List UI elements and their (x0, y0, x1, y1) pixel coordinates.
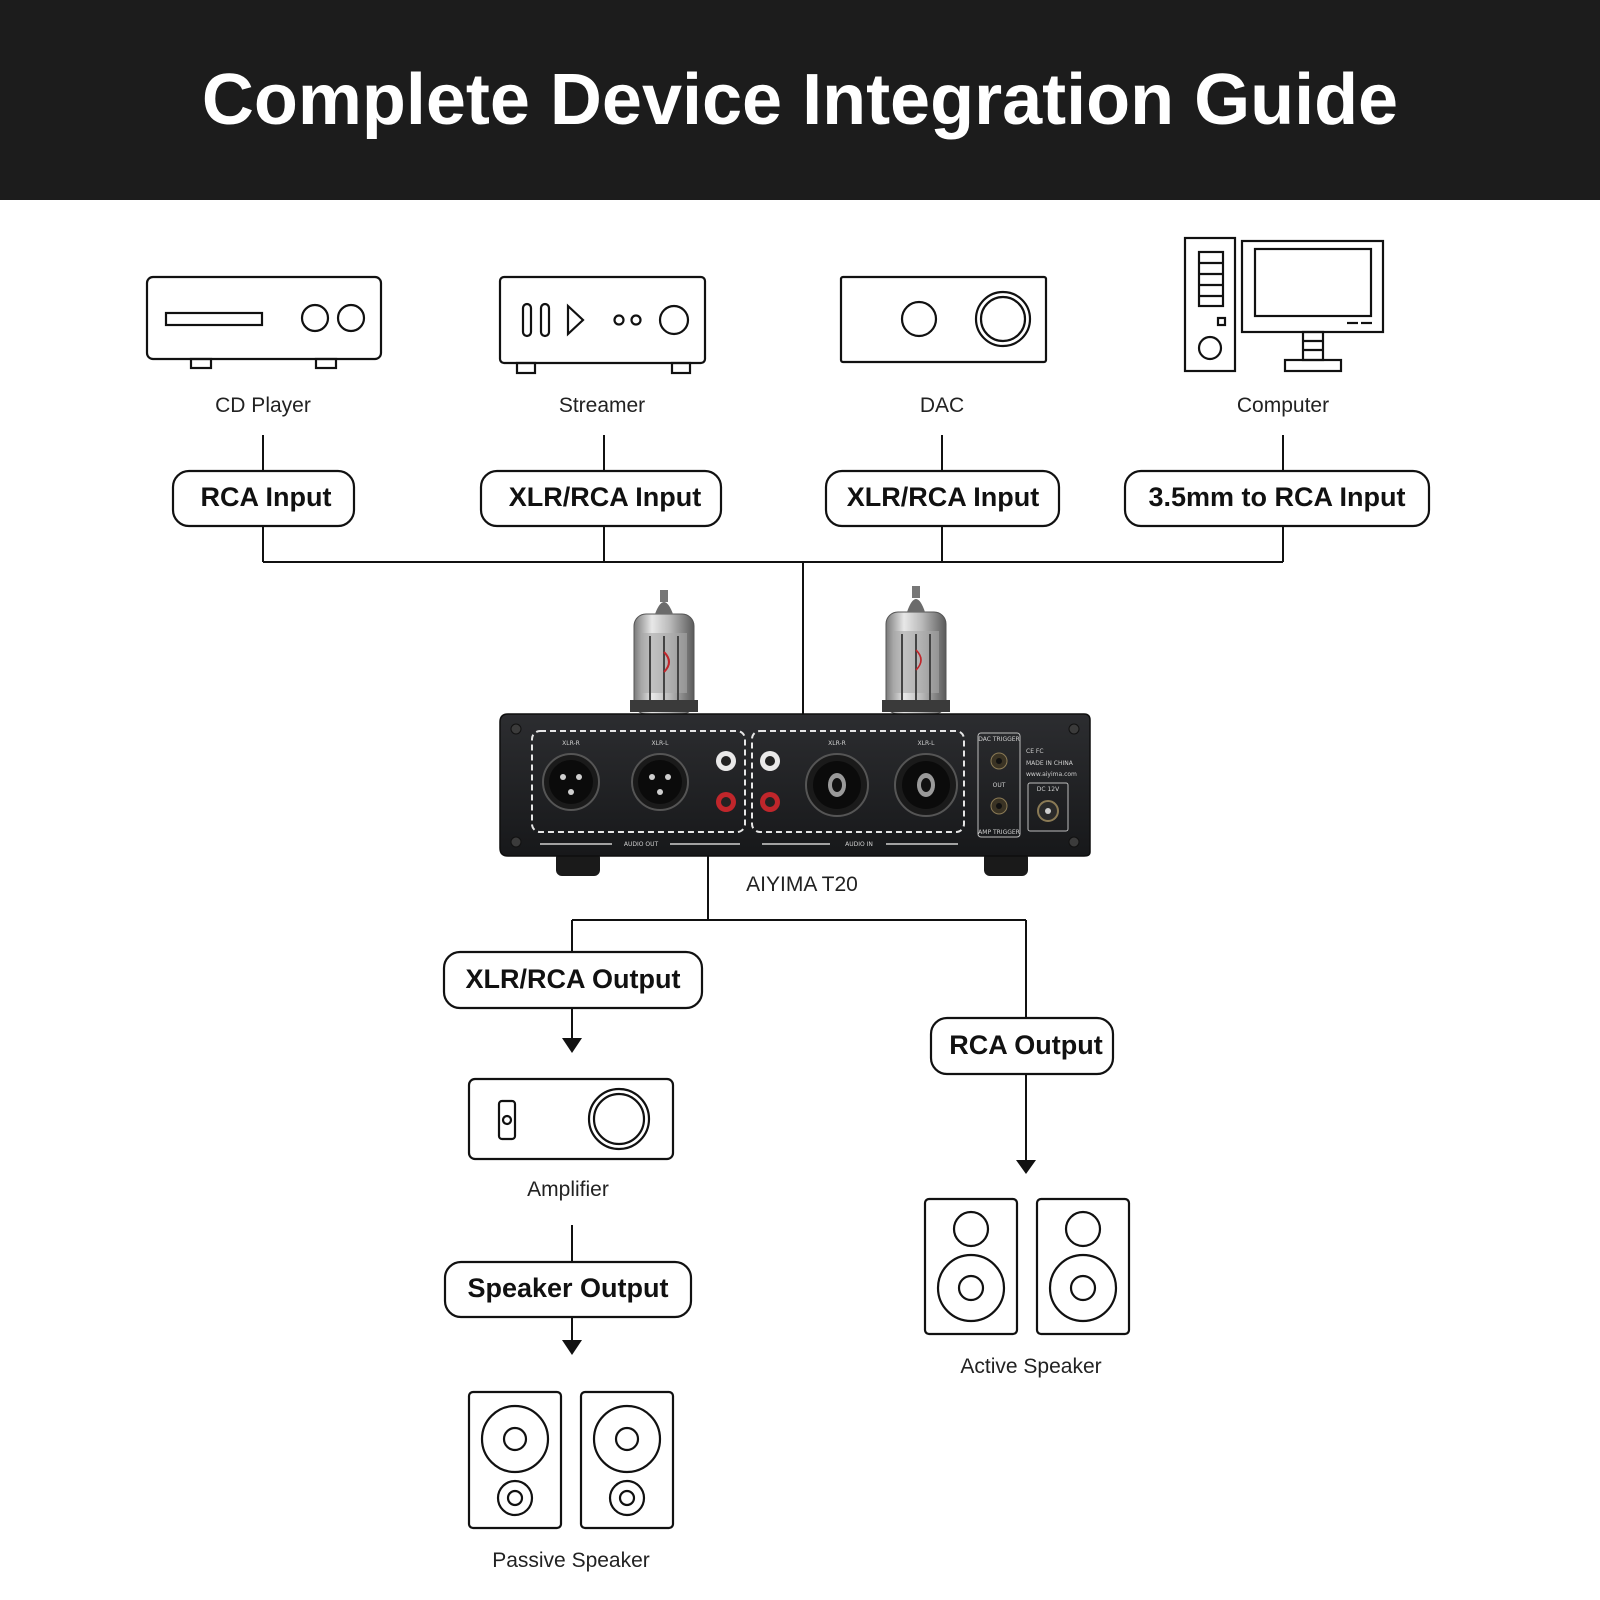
source-label-dac: DAC (920, 394, 964, 417)
panel-label-made-in: MADE IN CHINA (1026, 760, 1074, 767)
destination-label-active-speaker: Active Speaker (960, 1355, 1101, 1378)
panel-label-xlr-r-in: XLR-R (828, 740, 846, 747)
panel-label-dac-trigger: DAC TRIGGER (978, 736, 1019, 743)
output-label-speaker: Speaker Output (467, 1273, 668, 1303)
source-label-streamer: Streamer (559, 394, 645, 417)
input-pill-rca (171, 469, 356, 528)
amplifier-icon (467, 1077, 675, 1161)
page-title: Complete Device Integration Guide (201, 60, 1399, 140)
input-label-xlr-rca-2: XLR/RCA Input (847, 482, 1039, 512)
panel-label-xlr-l-out: XLR-L (652, 740, 670, 747)
vacuum-tube-right (882, 586, 950, 715)
panel-label-website: www.aiyima.com (1026, 771, 1077, 778)
streamer-icon (498, 275, 707, 375)
panel-label-certs: CE FC (1026, 748, 1044, 755)
input-label-xlr-rca-1: XLR/RCA Input (509, 482, 701, 512)
panel-label-audio-in: AUDIO IN (845, 841, 873, 848)
input-label-rca: RCA Input (201, 482, 332, 512)
source-label-cd-player: CD Player (215, 394, 311, 417)
active-speaker-icon (923, 1197, 1131, 1336)
panel-label-audio-out: AUDIO OUT (624, 841, 659, 848)
source-label-computer: Computer (1237, 394, 1329, 417)
header-bar (0, 0, 1600, 200)
panel-label-amp-trigger: AMP TRIGGER (978, 829, 1020, 836)
destination-label-passive-speaker: Passive Speaker (492, 1549, 650, 1572)
panel-label-xlr-r-out: XLR-R (562, 740, 580, 747)
arrow-down-icon (1016, 1160, 1036, 1174)
output-pill-rca (929, 1016, 1115, 1076)
output-pill-xlr-rca (442, 950, 704, 1010)
destination-label-amplifier: Amplifier (527, 1178, 609, 1201)
output-pill-speaker (443, 1260, 693, 1319)
input-connectors (262, 435, 1284, 728)
panel-label-dc: DC 12V (1037, 786, 1060, 793)
computer-icon (1183, 236, 1385, 373)
input-label-35mm: 3.5mm to RCA Input (1148, 482, 1405, 512)
dac-icon (839, 275, 1048, 364)
input-pill-xlr-rca-2 (824, 469, 1061, 528)
cd-player-icon (145, 275, 383, 370)
device-name-label: AIYIMA T20 (746, 873, 858, 896)
panel-label-xlr-l-in: XLR-L (918, 740, 936, 747)
output-label-xlr-rca: XLR/RCA Output (466, 964, 681, 994)
aiyima-t20-device: XLR-R XLR-L XLR-R XLR-L (499, 586, 1091, 876)
input-pill-xlr-rca-1 (479, 469, 723, 528)
output-label-rca: RCA Output (949, 1030, 1102, 1060)
output-connectors (571, 856, 1027, 1340)
arrow-down-icon (562, 1340, 582, 1355)
panel-label-out: OUT (993, 782, 1006, 789)
passive-speaker-icon (467, 1390, 675, 1530)
input-pill-35mm (1123, 469, 1431, 528)
vacuum-tube-left (630, 590, 698, 715)
arrow-down-icon (562, 1038, 582, 1053)
